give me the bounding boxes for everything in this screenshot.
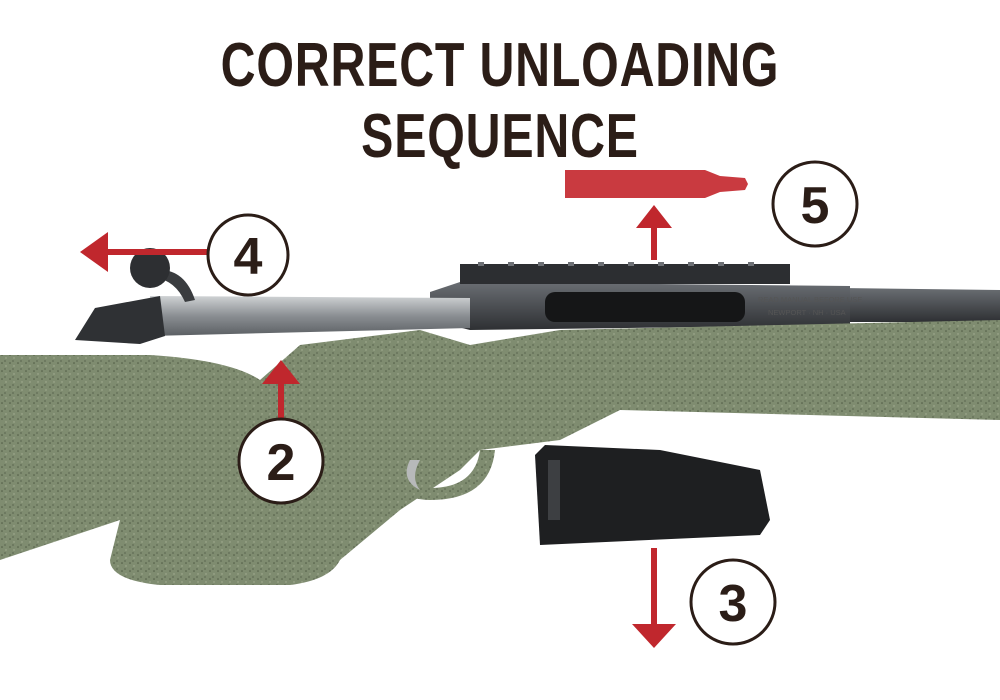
step-2-arrow-up-icon — [262, 360, 300, 418]
engraving-line1: READ MANUAL BEFORE USE — [758, 295, 862, 304]
step-4-badge: 4 — [206, 213, 290, 297]
bolt-handle-knob — [130, 248, 170, 288]
engraving-line2: NEWPORT · NH · USA — [768, 308, 846, 317]
step-5-arrow-up-icon — [636, 205, 672, 260]
trigger — [406, 460, 420, 490]
step-5-badge: 5 — [771, 160, 859, 248]
scope-rail — [460, 264, 790, 284]
cartridge-icon — [565, 170, 748, 198]
rifle-stock — [0, 320, 1000, 585]
svg-text:5: 5 — [801, 177, 830, 235]
ejection-port — [545, 292, 745, 322]
svg-text:2: 2 — [267, 434, 296, 492]
trigger-guard — [385, 445, 495, 500]
step-2-badge: 2 — [237, 417, 325, 505]
svg-text:4: 4 — [234, 228, 263, 286]
rifle-barrel — [840, 288, 1000, 322]
step-3-badge: 3 — [689, 558, 777, 646]
diagram-title: CORRECT UNLOADING SEQUENCE — [220, 31, 780, 171]
step-4-arrow-left-icon — [80, 232, 210, 272]
svg-text:3: 3 — [719, 575, 748, 633]
magazine — [535, 445, 770, 545]
step-3-arrow-down-icon — [632, 548, 676, 648]
rifle-bolt — [150, 296, 470, 336]
